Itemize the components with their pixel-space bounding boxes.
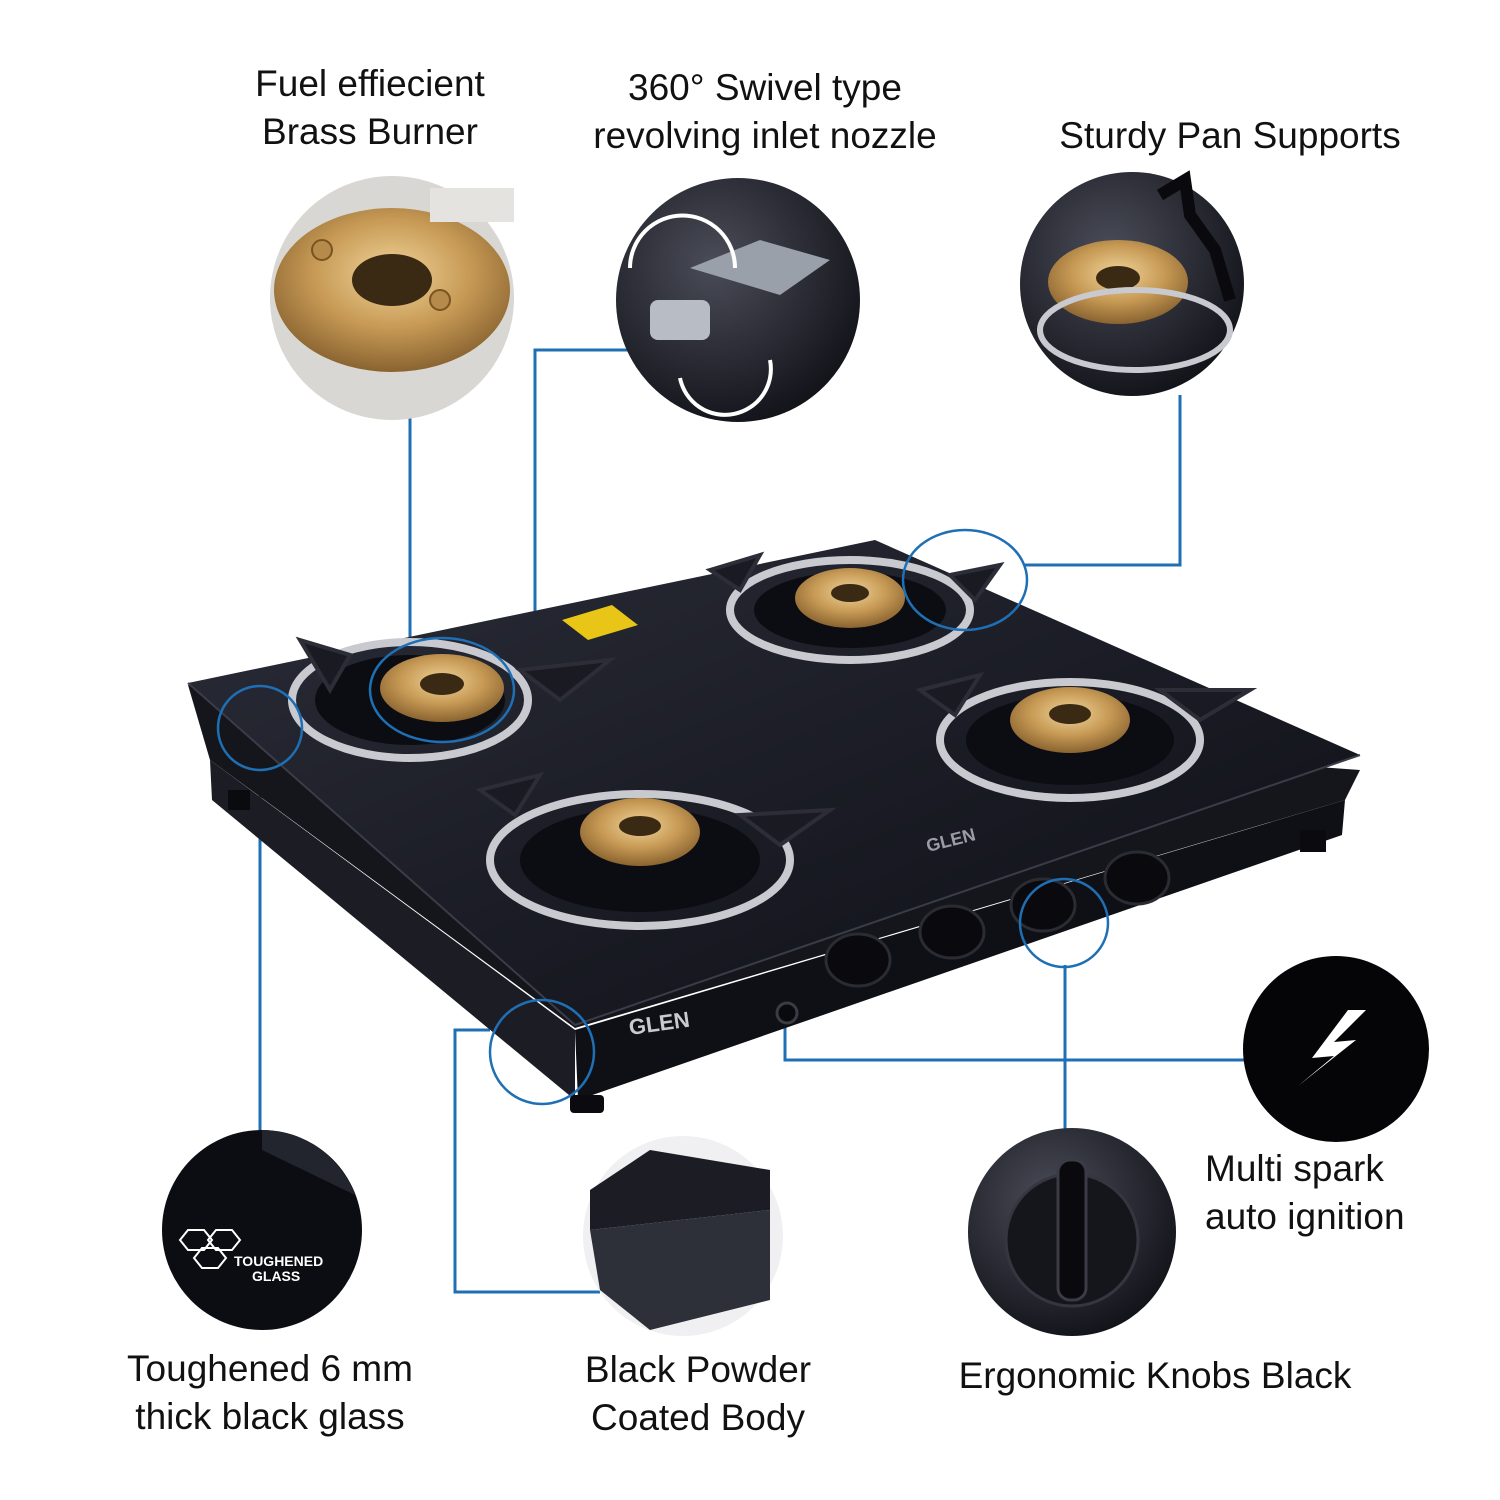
glass-badge-line2: GLASS (252, 1268, 300, 1284)
burner-right (915, 671, 1258, 802)
label-knobs: Ergonomic Knobs Black (958, 1355, 1352, 1396)
gas-stove: GLEN GLEN (187, 540, 1361, 1113)
label-pan-supports: Sturdy Pan Supports (1059, 115, 1401, 156)
body-medallion (583, 1136, 783, 1336)
glass-medallion: TOUGHENED GLASS (162, 1130, 362, 1330)
control-knobs (824, 850, 1171, 988)
label-swivel-nozzle: 360° Swivel type revolving inlet nozzle (593, 67, 937, 156)
hexagon-glass-icon (178, 1229, 242, 1269)
swivel-nozzle-medallion (616, 178, 860, 422)
label-ignition: Multi spark auto ignition (1205, 1148, 1405, 1237)
ignition-medallion (1243, 956, 1429, 1142)
lightning-bolt-icon (1298, 1010, 1366, 1086)
label-glass: Toughened 6 mm thick black glass (127, 1348, 413, 1437)
glass-badge-line1: TOUGHENED (234, 1253, 323, 1269)
highlight-circles (216, 528, 1110, 1106)
pan-support-medallion (1020, 170, 1244, 396)
burner-front-left (288, 636, 617, 762)
burner-front (475, 771, 837, 930)
knob-medallion (968, 1128, 1176, 1336)
label-body: Black Powder Coated Body (584, 1349, 812, 1438)
label-brass-burner: Fuel effiecient Brass Burner (255, 63, 485, 152)
burner-back (705, 551, 1005, 664)
brass-burner-medallion (270, 176, 514, 420)
